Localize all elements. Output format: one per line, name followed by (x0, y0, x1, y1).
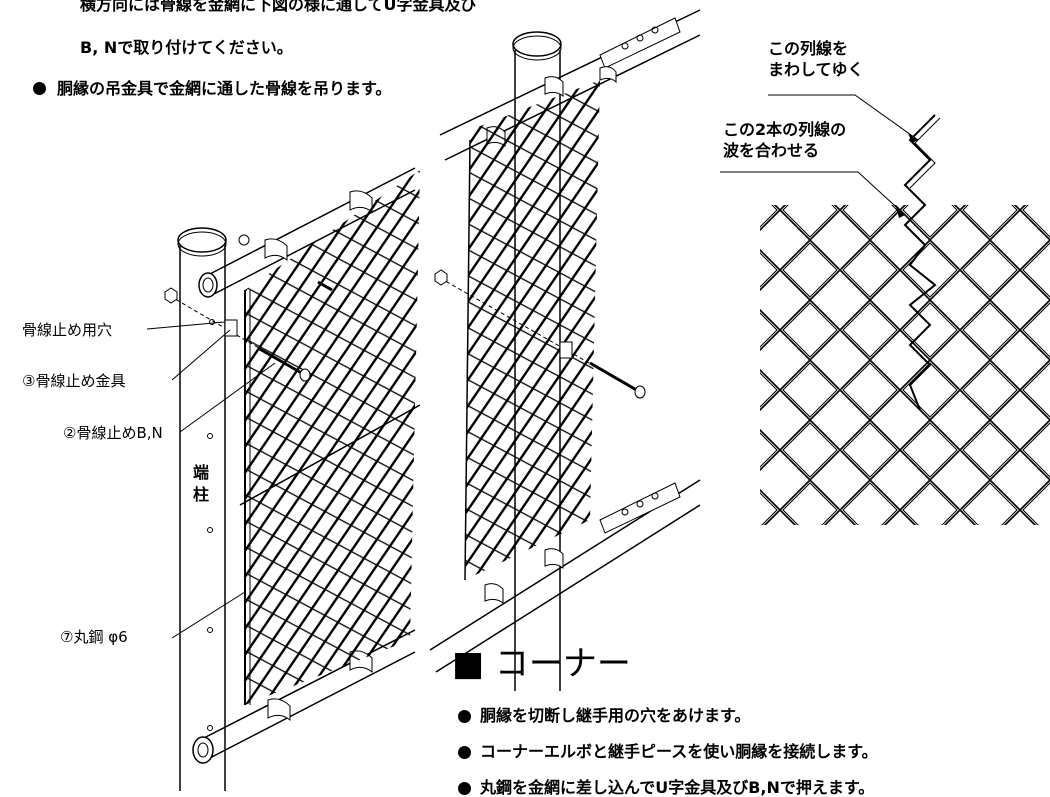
label-bolt: ②骨線止めB,N (63, 424, 163, 442)
instruction-line-2: B, Nで取り付けてください。 (80, 38, 293, 57)
corner-item-1: 胴縁を切断し継手用の穴をあけます。 (480, 706, 751, 725)
corner-item-3: 丸鋼を金網に差し込んでU字金具及びB,Nで押えます。 (480, 778, 875, 797)
note-rotate-1: この列線を (768, 39, 849, 58)
leader-lines (146, 94, 919, 639)
corner-item-2: コーナーエルボと継手ピースを使い胴縁を接続します。 (480, 742, 878, 761)
bullet-icon (33, 82, 46, 95)
note-align-1: この2本の列線の (723, 120, 847, 139)
corner-mesh (760, 205, 1050, 525)
middle-bottom-rail (429, 479, 701, 673)
bullet-icon (458, 746, 471, 759)
rotating-wire (903, 114, 937, 411)
label-fitting: ③骨線止め金具 (22, 372, 126, 390)
label-rod: ⑦丸鋼 φ6 (60, 628, 128, 646)
left-end-post (177, 227, 227, 791)
middle-bolt (434, 269, 646, 399)
end-post-label-1: 端 (192, 463, 209, 482)
note-rotate-2: まわしてゆく (768, 60, 864, 79)
instruction-line-3: 胴縁の吊金具で金網に通した骨線を吊ります。 (57, 79, 392, 98)
corner-heading: ■ コーナー (452, 644, 631, 684)
bullet-icon (458, 782, 471, 795)
note-align-2: 波を合わせる (723, 141, 820, 160)
instruction-line-1: 横方向には骨線を金網に下図の様に通してU字金具及び (80, 0, 477, 14)
end-post-label-2: 柱 (192, 485, 209, 504)
bullet-icon (458, 710, 471, 723)
left-bottom-rail (192, 629, 416, 764)
label-hole: 骨線止め用穴 (22, 321, 113, 339)
middle-mesh (465, 80, 600, 580)
